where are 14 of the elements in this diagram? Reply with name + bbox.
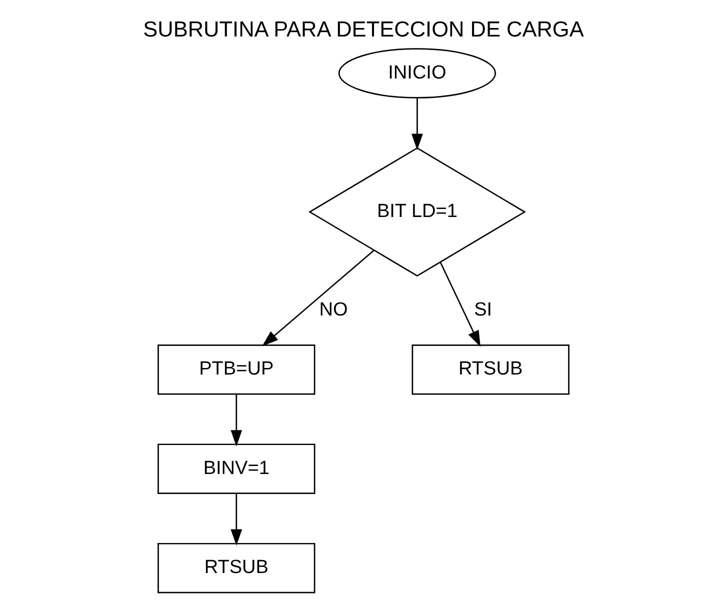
node-diamond: BIT LD=1 <box>308 147 526 277</box>
arrow <box>230 394 242 446</box>
arrow <box>230 494 242 546</box>
node-box: RTSUB <box>412 344 570 395</box>
node-ellipse: INICIO <box>338 48 496 98</box>
arrow <box>411 98 423 150</box>
arrow <box>440 262 480 347</box>
edge-label: SI <box>474 300 492 321</box>
node-box: BINV=1 <box>158 444 316 494</box>
node-box: RTSUB <box>158 542 316 594</box>
edge-label: NO <box>319 300 348 321</box>
arrow <box>262 250 374 346</box>
node-box: PTB=UP <box>158 344 316 395</box>
diagram-title: SUBRUTINA PARA DETECCION DE CARGA <box>143 16 584 42</box>
